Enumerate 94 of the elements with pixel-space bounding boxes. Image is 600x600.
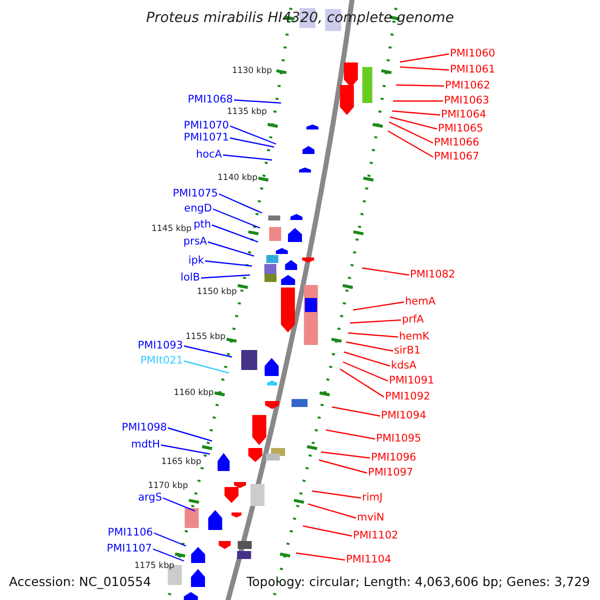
accession-note: Accession: NC_010554 bbox=[9, 574, 152, 590]
gene-label: kdsA bbox=[391, 360, 416, 372]
gene-label: hemK bbox=[399, 330, 430, 344]
leader-line bbox=[204, 260, 252, 267]
leader-line bbox=[162, 497, 196, 512]
leader-line bbox=[154, 532, 186, 547]
leader-line bbox=[350, 319, 402, 324]
gene-label: prfA bbox=[402, 314, 424, 326]
gene-label: PMI1070 bbox=[184, 120, 229, 132]
gene-label: PMI1093 bbox=[138, 340, 183, 352]
scale-label: 1165 kbp bbox=[161, 457, 202, 467]
leader-line bbox=[302, 525, 352, 537]
gene-label: PMI1104 bbox=[346, 554, 392, 566]
leader-line bbox=[152, 548, 184, 562]
gene-label: PMI1091 bbox=[389, 374, 434, 388]
gene-label: PMI1066 bbox=[434, 136, 480, 150]
scale-label: 1140 kbp bbox=[218, 173, 258, 183]
gene-label: hocA bbox=[196, 148, 222, 162]
leader-line bbox=[320, 451, 370, 459]
gene-label: PMI1062 bbox=[445, 80, 490, 92]
genome-summary: Topology: circular; Length: 4,063,606 bp; Genes: 3,729 bbox=[246, 574, 590, 590]
leader-line bbox=[342, 361, 388, 382]
gene-label: PMI1061 bbox=[450, 64, 496, 76]
gene-label: PMI1063 bbox=[444, 94, 490, 108]
leader-line bbox=[234, 99, 282, 104]
leader-line bbox=[344, 351, 390, 367]
gene-label: PMI1067 bbox=[434, 150, 480, 164]
gene-label: sirB1 bbox=[394, 344, 421, 358]
gene-label: PMI1068 bbox=[188, 94, 233, 106]
leader-line bbox=[392, 110, 440, 116]
leader-line bbox=[400, 66, 450, 71]
leader-line bbox=[200, 274, 250, 279]
gene-label: PMIt021 bbox=[140, 354, 183, 368]
leader-line bbox=[326, 429, 376, 440]
gene-label: rimJ bbox=[362, 492, 383, 504]
gene-label: PMI1064 bbox=[441, 108, 486, 122]
leader-line bbox=[218, 193, 262, 214]
leader-line bbox=[212, 224, 258, 243]
scale-label: 1135 kbp bbox=[226, 107, 267, 117]
gene-label: PMI1071 bbox=[184, 132, 229, 144]
leader-line bbox=[388, 130, 434, 158]
leader-line bbox=[222, 154, 272, 161]
leader-line bbox=[346, 341, 394, 352]
gene-label: PMI1094 bbox=[381, 410, 426, 422]
gene-label: PMI1082 bbox=[410, 268, 456, 282]
leader-line bbox=[348, 332, 398, 338]
scale-label: 1175 kbp bbox=[134, 561, 174, 571]
leader-line bbox=[388, 121, 434, 144]
gene-label: PMI1102 bbox=[353, 530, 398, 542]
gene-label: engD bbox=[184, 202, 212, 216]
gene-label: ipk bbox=[188, 254, 204, 268]
leader-line bbox=[396, 84, 444, 87]
scale-label: 1170 kbp bbox=[148, 481, 188, 491]
gene-label: PMI1097 bbox=[368, 466, 414, 480]
gene-label: mdtH bbox=[131, 438, 160, 452]
leader-line bbox=[208, 241, 254, 257]
leader-line bbox=[400, 53, 450, 63]
leader-line bbox=[318, 459, 368, 474]
scale-label: 1130 kbp bbox=[232, 66, 272, 76]
leader-line bbox=[312, 490, 362, 499]
leader-line bbox=[212, 208, 260, 229]
leader-line bbox=[352, 301, 404, 311]
gene-label: PMI1065 bbox=[438, 122, 484, 136]
leader-line bbox=[160, 444, 210, 455]
leader-line bbox=[308, 503, 356, 519]
gene-label: prsA bbox=[183, 236, 207, 248]
scale-label: 1145 kbp bbox=[151, 224, 192, 234]
gene-label: PMI1092 bbox=[385, 390, 430, 404]
gene-label: PMI1060 bbox=[450, 48, 496, 60]
leader-line bbox=[390, 116, 438, 130]
gene-label: mviN bbox=[357, 512, 384, 524]
scale-label: 1160 kbp bbox=[174, 388, 214, 398]
leader-line bbox=[393, 100, 443, 102]
gene-label: PMI1096 bbox=[371, 452, 416, 464]
gene-label: hemA bbox=[405, 296, 436, 308]
leader-line bbox=[168, 427, 212, 442]
gene-label: PMI1075 bbox=[172, 188, 218, 200]
gene-label: pth bbox=[194, 218, 211, 232]
gene-label: PMI1095 bbox=[376, 432, 422, 446]
gene-label: PMI1107 bbox=[106, 542, 152, 556]
leader-line bbox=[332, 406, 380, 417]
leader-line bbox=[184, 360, 230, 374]
leader-line bbox=[230, 137, 274, 148]
gene-label: argS bbox=[138, 492, 162, 504]
scale-label: 1155 kbp bbox=[186, 332, 226, 342]
leader-line bbox=[184, 345, 232, 358]
gene-label: PMI1106 bbox=[108, 526, 153, 540]
scale-label: 1150 kbp bbox=[196, 287, 237, 297]
leader-line bbox=[362, 267, 410, 276]
gene-label: PMI1098 bbox=[122, 422, 167, 434]
leader-line bbox=[340, 368, 384, 398]
gene-label: lolB bbox=[180, 272, 200, 284]
leader-line bbox=[296, 552, 346, 561]
leader-line bbox=[230, 125, 276, 145]
